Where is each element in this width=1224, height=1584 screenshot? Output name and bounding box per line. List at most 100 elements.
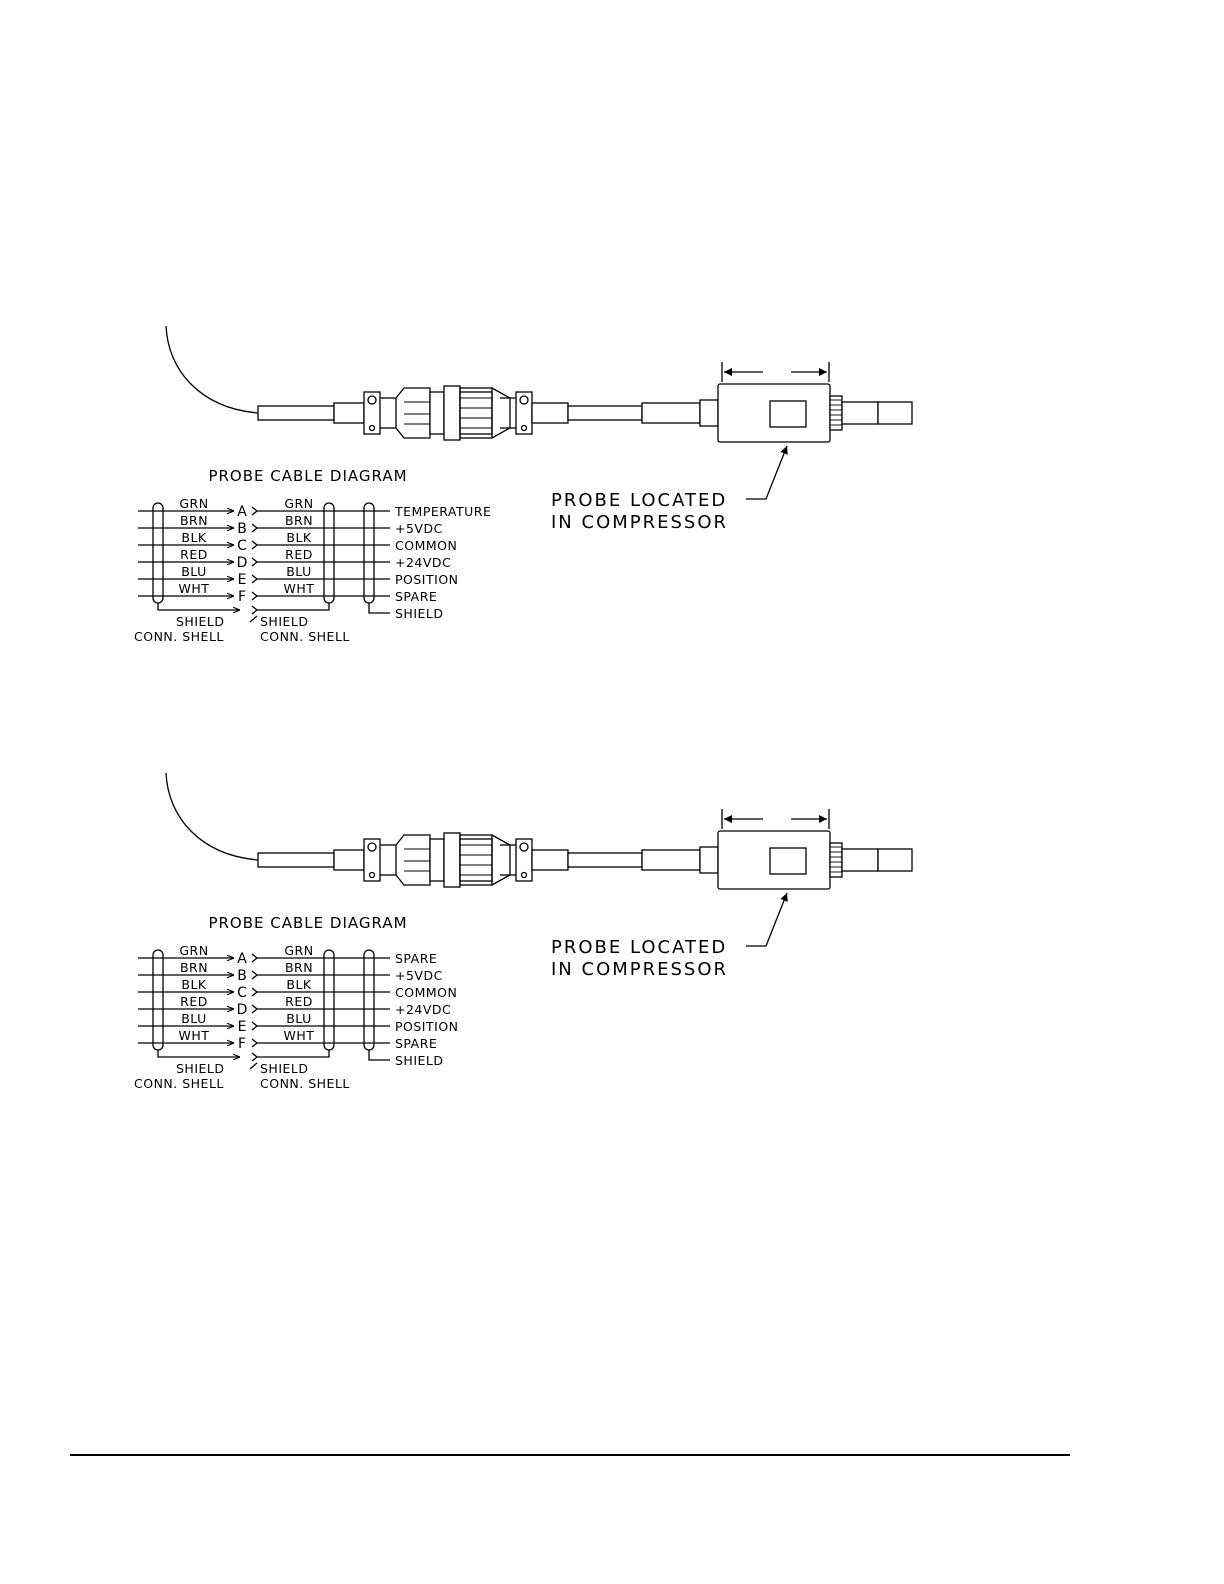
probe-tip-base [841,848,879,872]
clamp-screw-left-lower [368,424,376,432]
cable-strain-relief [333,402,365,424]
wire-color-label-left: GRN [179,943,208,958]
pin-socket [251,540,259,550]
pin-socket [251,574,259,584]
wire-color-label-left: WHT [179,1028,210,1043]
connector-clamp-left [363,838,381,882]
conn-shell-label-right: CONN. SHELL [260,1076,350,1091]
probe-tip [877,848,913,872]
wire-color-label-left: BLU [181,564,207,579]
signal-label: +5VDC [395,968,443,983]
note-line-1: PROBE LOCATED [551,490,727,511]
shield-label-left: SHIELD [176,614,225,629]
wire-color-label-right: BRN [285,513,313,528]
cable-illustration [165,325,913,443]
shield-wire-left [157,603,240,610]
shield-socket [251,605,259,615]
connector-plug-left [395,834,431,886]
wire-color-label-right: GRN [284,496,313,511]
shield-drain [368,1050,390,1061]
pin-label: D [237,555,248,571]
cable-lead [165,772,259,861]
clamp-screw-right-lower [520,871,528,879]
shield-bundle-signal [363,502,375,604]
pin-label: C [237,538,247,554]
shield-bundle-left [152,502,164,604]
cable-strain-relief [333,849,365,871]
clamp-screw-right [519,842,529,852]
signal-label: POSITION [395,1019,459,1034]
note-line-1: PROBE LOCATED [551,937,727,958]
wiring-schematic: PROBE CABLE DIAGRAMGRNAGRNBRNBBRNBLKCBLK… [134,467,491,644]
signal-label: SPARE [395,1036,437,1051]
shield-wire-left [157,1050,240,1057]
conn-shell-label-left: CONN. SHELL [134,1076,224,1091]
connector-plug-right [459,834,493,886]
coupling-ring [443,385,461,441]
pin-socket [251,557,259,567]
signal-label: TEMPERATURE [394,504,491,519]
wire-color-label-left: RED [180,547,208,562]
coupling-nut-left [429,391,445,435]
wire-color-label-left: BRN [180,513,208,528]
wire-color-label-left: BLU [181,1011,207,1026]
connector-taper-right [491,387,511,439]
pin-label: A [237,504,247,520]
probe-label-window [769,847,807,875]
wire-color-label-left: BLK [181,530,207,545]
pin-label: C [237,985,247,1001]
pin-label: F [238,589,246,605]
coupling-nut-left [429,838,445,882]
wire-color-label-left: BRN [180,960,208,975]
cable-strain-relief-right [531,849,569,871]
probe-label-window [769,400,807,428]
diagram-title: PROBE CABLE DIAGRAM [208,467,407,485]
cable-illustration [165,772,913,890]
pin-socket [251,987,259,997]
wire-color-label-left: WHT [179,581,210,596]
shield-drain [368,603,390,614]
wire-color-label-right: RED [285,547,313,562]
shield-leader [249,615,258,623]
wire-color-label-right: BLU [286,564,312,579]
connector-plug-right [459,387,493,439]
cable-lead [165,325,259,414]
pin-socket [251,970,259,980]
shield-socket [251,1052,259,1062]
signal-label: +24VDC [395,555,451,570]
pin-socket [251,591,259,601]
cable-boot [641,402,701,424]
coupling-ring [443,832,461,888]
pin-socket [251,1004,259,1014]
shield-bundle-left [152,949,164,1051]
wire-color-label-right: BLU [286,1011,312,1026]
pin-label: B [237,521,247,537]
wire-color-label-left: BLK [181,977,207,992]
pin-socket [251,953,259,963]
signal-label: SHIELD [395,1053,444,1068]
probe-tip [877,401,913,425]
wire-color-label-left: RED [180,994,208,1009]
shield-bundle-right [323,949,335,1051]
signal-label: COMMON [395,985,457,1000]
wiring-schematic: PROBE CABLE DIAGRAMGRNAGRNBRNBBRNBLKCBLK… [134,914,459,1091]
shield-bundle-right [323,502,335,604]
clamp-screw-right [519,395,529,405]
signal-label: +24VDC [395,1002,451,1017]
pin-label: E [238,572,247,588]
coupling-nut-right [459,391,493,435]
shield-label-right: SHIELD [260,1061,309,1076]
conn-shell-label-right: CONN. SHELL [260,629,350,644]
wire-color-label-right: BLK [286,530,312,545]
signal-label: COMMON [395,538,457,553]
cable-jacket [257,852,335,868]
cable-jacket-right [567,852,643,868]
signal-label: SHIELD [395,606,444,621]
shield-label-right: SHIELD [260,614,309,629]
connector-taper-right [491,834,511,886]
